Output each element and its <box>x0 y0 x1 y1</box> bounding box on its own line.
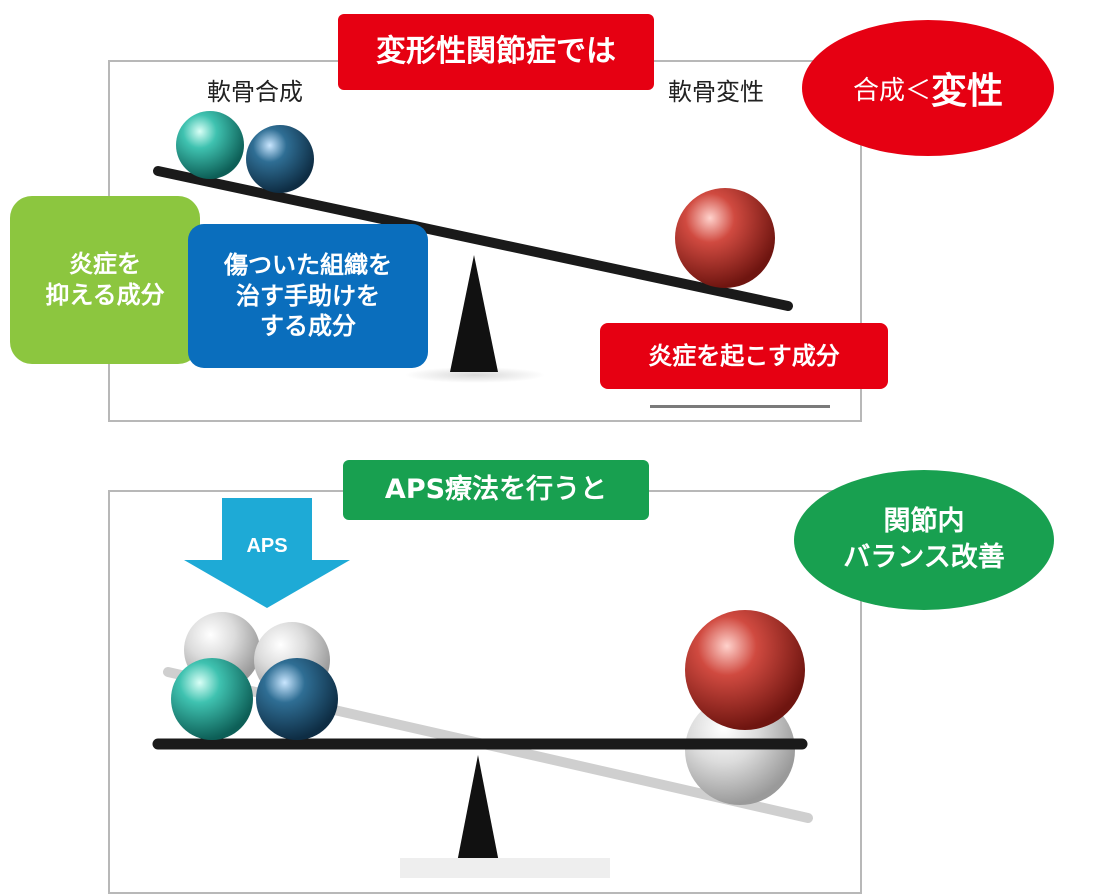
anti-inflammatory-component-box: 炎症を 抑える成分 <box>10 196 200 364</box>
top-teal-sphere <box>176 111 244 179</box>
cartilage-synthesis-label: 軟骨合成 <box>207 78 303 106</box>
top-header-label: 変形性関節症では <box>338 14 654 90</box>
bottom-header-label: APS療法を行うと <box>343 460 649 520</box>
top-red-sphere <box>675 188 775 288</box>
bottom-navy-sphere <box>256 658 338 740</box>
aps-arrow-label: APS <box>246 535 287 557</box>
top-footnote-line <box>650 405 830 408</box>
top-fulcrum <box>450 255 498 372</box>
joint-balance-improvement-ellipse: 関節内 バランス改善 <box>794 470 1054 610</box>
top-seesaw-beam <box>153 166 793 311</box>
bottom-fulcrum <box>454 755 502 878</box>
tissue-repair-component-box: 傷ついた組織を 治す手助けを する成分 <box>188 224 428 368</box>
cartilage-degeneration-label: 軟骨変性 <box>668 78 764 106</box>
bottom-fulcrum-shadow <box>400 858 610 878</box>
top-fulcrum-shadow <box>405 367 545 383</box>
bottom-teal-sphere <box>171 658 253 740</box>
synthesis-less-than-degeneration-ellipse: 合成＜変性 <box>802 20 1054 156</box>
ellipse-prefix-text: 合成＜ <box>852 75 931 106</box>
bottom-red-sphere <box>685 610 805 730</box>
ellipse-emphasis-text: 変性 <box>931 71 1004 112</box>
aps-arrow-icon <box>184 498 350 608</box>
top-navy-sphere <box>246 125 314 193</box>
inflammatory-component-box: 炎症を起こす成分 <box>600 323 888 389</box>
